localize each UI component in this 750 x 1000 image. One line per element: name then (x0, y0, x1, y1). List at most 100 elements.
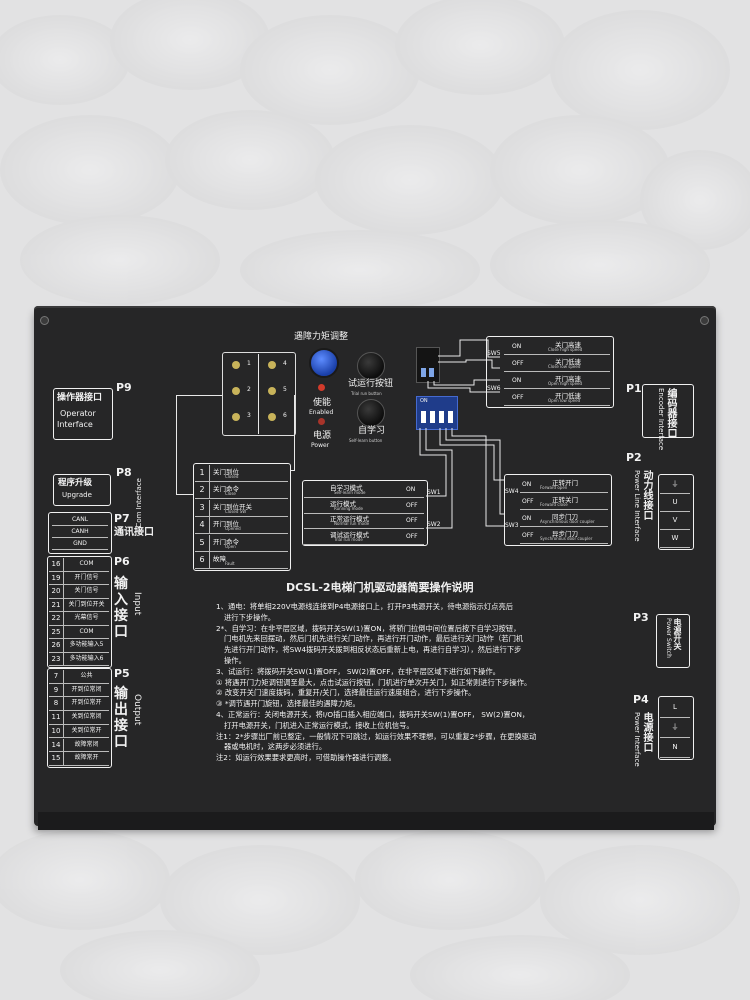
upgrade-port[interactable] (53, 474, 111, 506)
p4-pin-label: L (673, 703, 677, 711)
p3-en: Power Switch (665, 618, 672, 658)
status-legend-en: Fault (225, 561, 235, 566)
torque-knob[interactable] (309, 348, 339, 378)
p1-en: Encoder Interface (657, 388, 665, 451)
p2-pin-label: W (671, 534, 679, 542)
p9-port-label: P9 (116, 381, 132, 394)
p6-pin-number: 21 (49, 598, 64, 612)
status-led-number: 3 (247, 412, 251, 419)
status-legend-number: 4 (195, 517, 210, 535)
p5-en: Output (132, 694, 142, 726)
power-interface-port[interactable] (658, 696, 694, 760)
p6-en: Input (132, 592, 142, 616)
p6-pin-number: 16 (49, 558, 64, 572)
direction-switch-name-cn: 正转关门 (552, 496, 578, 504)
direction-switch-value: ON (522, 481, 532, 488)
status-legend-cn: 开门到位 (213, 520, 239, 529)
mode-switch-name-cn: 正常运行模式 (330, 515, 369, 523)
manual-line: 注2：如运行效果要求更高时，可借助操作器进行调整。 (216, 753, 396, 763)
panel-edge (38, 812, 714, 830)
p7-cn: 通讯接口 (114, 527, 154, 538)
input-interface-port[interactable] (47, 556, 112, 668)
operator-interface-port[interactable] (53, 388, 113, 440)
p2-cn: 动力线接口 (641, 470, 652, 520)
sw4-label: SW4 (505, 488, 519, 495)
manual-line: 1、通电：将单相220V电源线连接到P4电源接口上，打开P3电源开关，待电源指示… (216, 602, 514, 611)
p4-en: Power Interface (633, 712, 641, 767)
p9-title-en-1: Operator (60, 409, 96, 418)
p5-pin-number: 7 (49, 670, 64, 684)
power-label-cn: 电源 (313, 431, 332, 441)
p5-pin-number: 10 (49, 724, 64, 739)
p4-port-label: P4 (633, 693, 649, 706)
manual-line: 4、正常运行：关闭电源开关，将I/O插口插入相应端口，拨码开关SW(1)置OFF… (216, 710, 530, 719)
p5-pin-label: 开到位常闭 (64, 684, 109, 698)
p4-pin (660, 698, 690, 718)
status-legend-divider (210, 498, 288, 500)
p7-pin: CANL (52, 514, 108, 526)
status-legend-number: 5 (195, 534, 210, 552)
manual-line: 门电机先来回摆动，然后门机先进行关门动作，再进行开门动作，最后进行关门动作（若门… (224, 634, 524, 644)
status-legend-en: Open (225, 543, 236, 549)
com-interface-port[interactable] (48, 512, 112, 554)
speed-switch-name-en: Close high speed (548, 347, 583, 352)
self-learn-label-en: Self-learn button (349, 438, 383, 443)
p9-title-en-2: Interface (57, 420, 93, 429)
speed-switch-name-en: Open high speed (548, 381, 583, 386)
p6-pin-label: 关门到位开关 (64, 599, 109, 612)
torque-adjust-label: 遇障力矩调整 (294, 332, 349, 342)
dip-switch-mode[interactable]: ON (416, 396, 458, 430)
status-legend-divider (210, 533, 288, 535)
mode-switch-divider (304, 512, 424, 514)
p5-port-label: P5 (114, 667, 130, 680)
mode-switch-table (302, 480, 428, 546)
self-learn-label-cn: 自学习 (358, 426, 386, 436)
power-label-en: Power (311, 442, 330, 449)
speed-switch-value: ON (512, 377, 522, 384)
power-line-port[interactable] (658, 474, 694, 550)
p6-pin-label: 光幕信号 (64, 612, 109, 626)
self-learn-button[interactable] (357, 399, 385, 427)
status-legend-en: Closed (225, 474, 239, 479)
manual-line: ③ *调节遇开门旋钮，选择最佳的遇障力矩。 (216, 699, 360, 709)
manual-line: 器或电机时，这两步必须进行。 (224, 742, 327, 752)
manual-line: 注1：2*步骤出厂前已整定，一般情况下可跳过，如运行效果不理想，可以重复2*步骤… (216, 731, 537, 741)
p5-pin-label: 关到位常开 (64, 725, 109, 739)
p1-port-label: P1 (626, 382, 642, 395)
mode-switch-divider (304, 497, 424, 498)
manual-line: 进行下步操作。 (224, 612, 276, 622)
p8-port-label: P8 (116, 466, 132, 479)
trial-run-button[interactable] (357, 352, 385, 380)
output-interface-port[interactable] (47, 668, 112, 768)
p6-pin-label: 关门信号 (64, 585, 109, 599)
screw-icon (700, 316, 709, 325)
p2-pin (660, 512, 690, 530)
status-led-number: 1 (247, 360, 251, 367)
p6-pin-label: 多功能输入6 (64, 653, 109, 666)
manual-line: ① 将遇开门力矩调钮调至最大，点击试运行按钮，门机进行单次开关门，如正常则进行下… (216, 677, 532, 687)
p8-title-en: Upgrade (62, 491, 92, 499)
p4-pin-label: N (672, 743, 678, 751)
p2-pin (660, 476, 690, 494)
p2-pin-label: U (672, 498, 678, 506)
status-legend-cn: 开门命令 (213, 537, 239, 546)
p2-pin (660, 494, 690, 512)
speed-switch-name-en: Open low speed (548, 398, 581, 403)
sw6-label: SW6 (487, 385, 501, 392)
p1-cn: 编码器接口 (665, 388, 676, 438)
manual-line: ② 改变开关门速度拨码，重复开/关门，选择最佳运行速度组合，进行下步操作。 (216, 688, 476, 698)
status-legend-number: 1 (195, 465, 210, 482)
encoder-interface-port[interactable] (642, 384, 694, 438)
p4-pin-label: ⏚ (671, 723, 679, 731)
status-legend-en: Close (225, 491, 236, 497)
status-led (268, 361, 276, 369)
p6-pin-label: COM (64, 626, 109, 639)
speed-switch-value: OFF (512, 360, 524, 367)
status-led-number: 2 (247, 386, 251, 393)
p5-pin-number: 15 (49, 752, 64, 766)
p6-pin-number: 25 (49, 625, 64, 639)
power-switch-port[interactable] (656, 614, 690, 668)
manual-line: 打开电源开关，门机进入正常运行模式，接收上位机信号。 (224, 720, 414, 730)
status-led (232, 413, 240, 421)
p6-pin-label: COM (64, 558, 109, 572)
